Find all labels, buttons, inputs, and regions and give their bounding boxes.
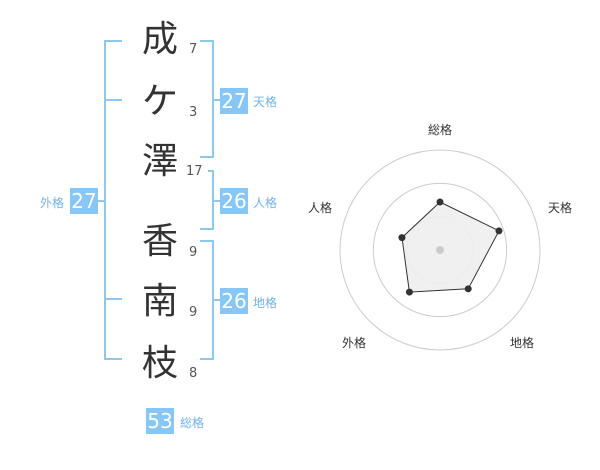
radar-point-soukaku: [436, 198, 444, 206]
chikaku-label: 地格: [253, 296, 278, 310]
name-char-5: 南: [141, 281, 178, 322]
soukaku-label: 総格: [180, 416, 205, 430]
radar-point-chikaku: [464, 285, 472, 293]
stroke-count-2: 3: [189, 105, 198, 120]
radar-label-chikaku: 地格: [510, 335, 534, 350]
radar-point-gaikaku: [405, 288, 413, 296]
radar-center-dot: [436, 246, 444, 254]
name-char-6: 枝: [141, 343, 178, 384]
tenkaku-label: 天格: [253, 95, 278, 109]
stroke-count-3: 17: [186, 164, 203, 179]
name-char-4: 香: [141, 221, 178, 262]
radar-label-soukaku: 総格: [428, 122, 452, 137]
chikaku-value-box: 26: [220, 288, 248, 314]
gaikaku-value-box: 27: [70, 188, 98, 214]
tenkaku-value-box: 27: [220, 88, 248, 114]
radar-point-tenkaku: [495, 227, 503, 235]
radar-point-jinkaku: [398, 234, 406, 242]
radar-label-jinkaku: 人格: [308, 200, 332, 215]
radar-ring-2: [372, 182, 508, 318]
jinkaku-value-box: 26: [220, 188, 248, 214]
stroke-count-5: 9: [189, 305, 198, 320]
radar-shape: [401, 201, 500, 293]
radar-label-gaikaku: 外格: [342, 335, 366, 350]
radar-chart: 総格 天格 地格 外格 人格: [308, 122, 572, 351]
stroke-count-1: 7: [189, 42, 198, 57]
name-char-1: 成: [141, 19, 178, 60]
name-char-3: 澤: [141, 141, 178, 182]
stroke-count-6: 8: [189, 366, 198, 381]
name-char-2: ケ: [141, 81, 178, 122]
soukaku-value-box: 53: [146, 408, 174, 434]
stroke-count-4: 9: [189, 245, 198, 260]
gaikaku-label: 外格: [40, 196, 65, 210]
radar-ring-1: [339, 149, 541, 351]
radar-label-tenkaku: 天格: [548, 200, 572, 215]
jinkaku-label: 人格: [253, 196, 278, 210]
